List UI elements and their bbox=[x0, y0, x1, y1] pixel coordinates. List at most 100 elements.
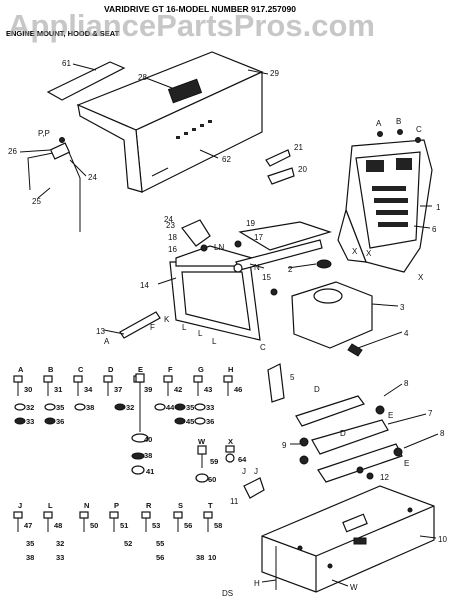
hw1-letter: H bbox=[228, 365, 233, 374]
hw3-num: 53 bbox=[152, 521, 160, 530]
hw1-washer-num: 36 bbox=[56, 417, 64, 426]
hw1-num: 37 bbox=[114, 385, 122, 394]
hw-x-num: 64 bbox=[238, 455, 247, 464]
callout-l1: L bbox=[182, 323, 187, 332]
callout-d1: D bbox=[314, 385, 320, 394]
hw-e-38: 38 bbox=[144, 451, 152, 460]
callout-7: 7 bbox=[428, 409, 433, 418]
hw1-washer-num: 33 bbox=[26, 417, 34, 426]
hw1-washer-num: 35 bbox=[186, 403, 194, 412]
hw3-letter: T bbox=[208, 501, 213, 510]
hw3-letter: S bbox=[178, 501, 183, 510]
hw1-letter: E bbox=[138, 365, 143, 374]
callout-seat-b: B bbox=[396, 117, 401, 126]
hw3-33: 33 bbox=[56, 553, 64, 562]
callout-w: W bbox=[350, 583, 358, 592]
callout-e1: E bbox=[388, 411, 393, 420]
hood-rod-assembly bbox=[19, 137, 87, 232]
hw1-item-d: D 37 bbox=[103, 365, 122, 396]
callout-f: F bbox=[150, 323, 155, 332]
hw1-washer-num: 33 bbox=[206, 403, 214, 412]
callout-d2: D bbox=[340, 429, 346, 438]
hw3-num: 50 bbox=[90, 521, 98, 530]
hw-e-41: 41 bbox=[146, 467, 154, 476]
callout-26: 26 bbox=[8, 147, 17, 156]
hw-w-60: 60 bbox=[208, 475, 216, 484]
hw1-washer: 32 bbox=[14, 403, 34, 412]
seat-bracket-20 bbox=[267, 167, 295, 185]
hw-e-40: 40 bbox=[144, 435, 152, 444]
callout-17: 17 bbox=[254, 233, 263, 242]
callout-h: H bbox=[254, 579, 260, 588]
hw3-letter: L bbox=[48, 501, 53, 510]
rod-13 bbox=[119, 311, 161, 339]
hw1-num: 43 bbox=[204, 385, 212, 394]
hw1-washer-num: 45 bbox=[186, 417, 194, 426]
callout-seat-a: A bbox=[376, 119, 382, 128]
hardware-row-2 bbox=[131, 373, 235, 483]
hw3-56: 56 bbox=[156, 553, 164, 562]
callout-ln: LN bbox=[214, 243, 224, 252]
hw1-letter: F bbox=[168, 365, 173, 374]
callout-x1: X bbox=[352, 247, 358, 256]
hw1-washer-num: 32 bbox=[126, 403, 134, 412]
callout-13: 13 bbox=[96, 327, 105, 336]
rod-5 bbox=[267, 363, 285, 403]
hw1-washer: 38 bbox=[74, 403, 94, 412]
callout-16: 16 bbox=[168, 245, 177, 254]
watermark: AppliancePartsPros.com bbox=[8, 8, 375, 43]
callout-6: 6 bbox=[432, 225, 437, 234]
hw1-item-c: C 34 bbox=[73, 365, 93, 396]
hw1-washer-num: 44 bbox=[166, 403, 175, 412]
hw3-num: 51 bbox=[120, 521, 128, 530]
pedal-bracket-assembly bbox=[243, 363, 439, 499]
callout-n: N bbox=[254, 263, 260, 272]
hood-decal-28 bbox=[167, 78, 203, 104]
fuel-tank-3 bbox=[291, 281, 373, 349]
callout-8a: 8 bbox=[404, 379, 409, 388]
callout-c: C bbox=[260, 343, 266, 352]
hw3-item-j: J47 bbox=[13, 501, 32, 532]
callout-j1: J bbox=[242, 467, 246, 476]
hw-w-num: 59 bbox=[210, 457, 218, 466]
hw1-letter: C bbox=[78, 365, 84, 374]
hw1-letter: A bbox=[18, 365, 24, 374]
callout-24a: 24 bbox=[88, 173, 97, 182]
callout-10: 10 bbox=[438, 535, 447, 544]
footer-code: DS bbox=[222, 589, 233, 598]
hw1-washer-num: 38 bbox=[86, 403, 94, 412]
bracket-8b bbox=[317, 443, 403, 483]
callout-8b: 8 bbox=[440, 429, 445, 438]
callout-61: 61 bbox=[62, 59, 71, 68]
callout-e2: E bbox=[404, 459, 409, 468]
callout-k: K bbox=[164, 315, 170, 324]
callout-23: 23 bbox=[166, 221, 175, 230]
bracket-7 bbox=[311, 419, 389, 455]
hw1-washer: 33 bbox=[14, 417, 34, 426]
callout-24b: 24 bbox=[164, 215, 173, 224]
hw1-washer-num: 32 bbox=[26, 403, 34, 412]
diagram-subtitle: ENGINE MOUNT, HOOD & SEAT bbox=[6, 29, 120, 38]
callout-2: 2 bbox=[288, 265, 293, 274]
hw1-num: 34 bbox=[84, 385, 93, 394]
hw3-letter: N bbox=[84, 501, 89, 510]
hw1-num: 30 bbox=[24, 385, 32, 394]
engine-mount-assembly bbox=[103, 219, 403, 357]
callout-4: 4 bbox=[404, 329, 409, 338]
hw3-num: 56 bbox=[184, 521, 192, 530]
hw3-num: 48 bbox=[54, 521, 62, 530]
hw3-num: 58 bbox=[214, 521, 222, 530]
hw1-letter: D bbox=[108, 365, 114, 374]
seat-bracket-21 bbox=[265, 149, 291, 167]
callout-j2: J bbox=[254, 467, 258, 476]
hw3-item-n: N 50 bbox=[79, 501, 98, 532]
hw3-55: 55 bbox=[156, 539, 164, 548]
callout-a: A bbox=[104, 337, 110, 346]
hw1-washer: 36 bbox=[194, 417, 214, 426]
callout-11: 11 bbox=[230, 497, 239, 506]
hw1-num: 39 bbox=[144, 385, 152, 394]
hw1-num: 31 bbox=[54, 385, 62, 394]
